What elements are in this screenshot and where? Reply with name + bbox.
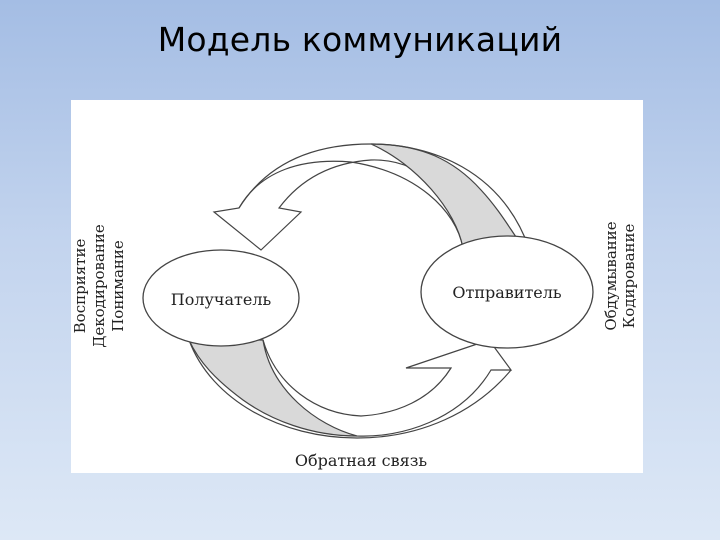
communication-diagram: Получатель Отправитель Обратная связь Во… — [71, 100, 643, 473]
sender-node — [420, 235, 594, 349]
top-arrow-band — [370, 143, 531, 250]
side-label-decoding: Декодирование — [90, 224, 108, 348]
top-arrow-outline — [238, 143, 530, 249]
side-label-perception: Восприятие — [71, 239, 89, 334]
bottom-arrow — [262, 339, 513, 437]
side-label-encoding: Кодирование — [620, 223, 638, 328]
side-label-understanding: Понимание — [109, 240, 127, 332]
diagram-svg: Получатель Отправитель Обратная связь Во… — [71, 143, 638, 470]
side-label-thinking: Обдумывание — [602, 221, 620, 330]
sender-label: Отправитель — [452, 283, 562, 302]
receiver-label: Получатель — [171, 290, 272, 309]
receiver-node — [142, 249, 300, 347]
slide-title: Модель коммуникаций — [157, 20, 563, 59]
feedback-label: Обратная связь — [295, 451, 428, 470]
bottom-arrow-outline — [188, 339, 512, 439]
